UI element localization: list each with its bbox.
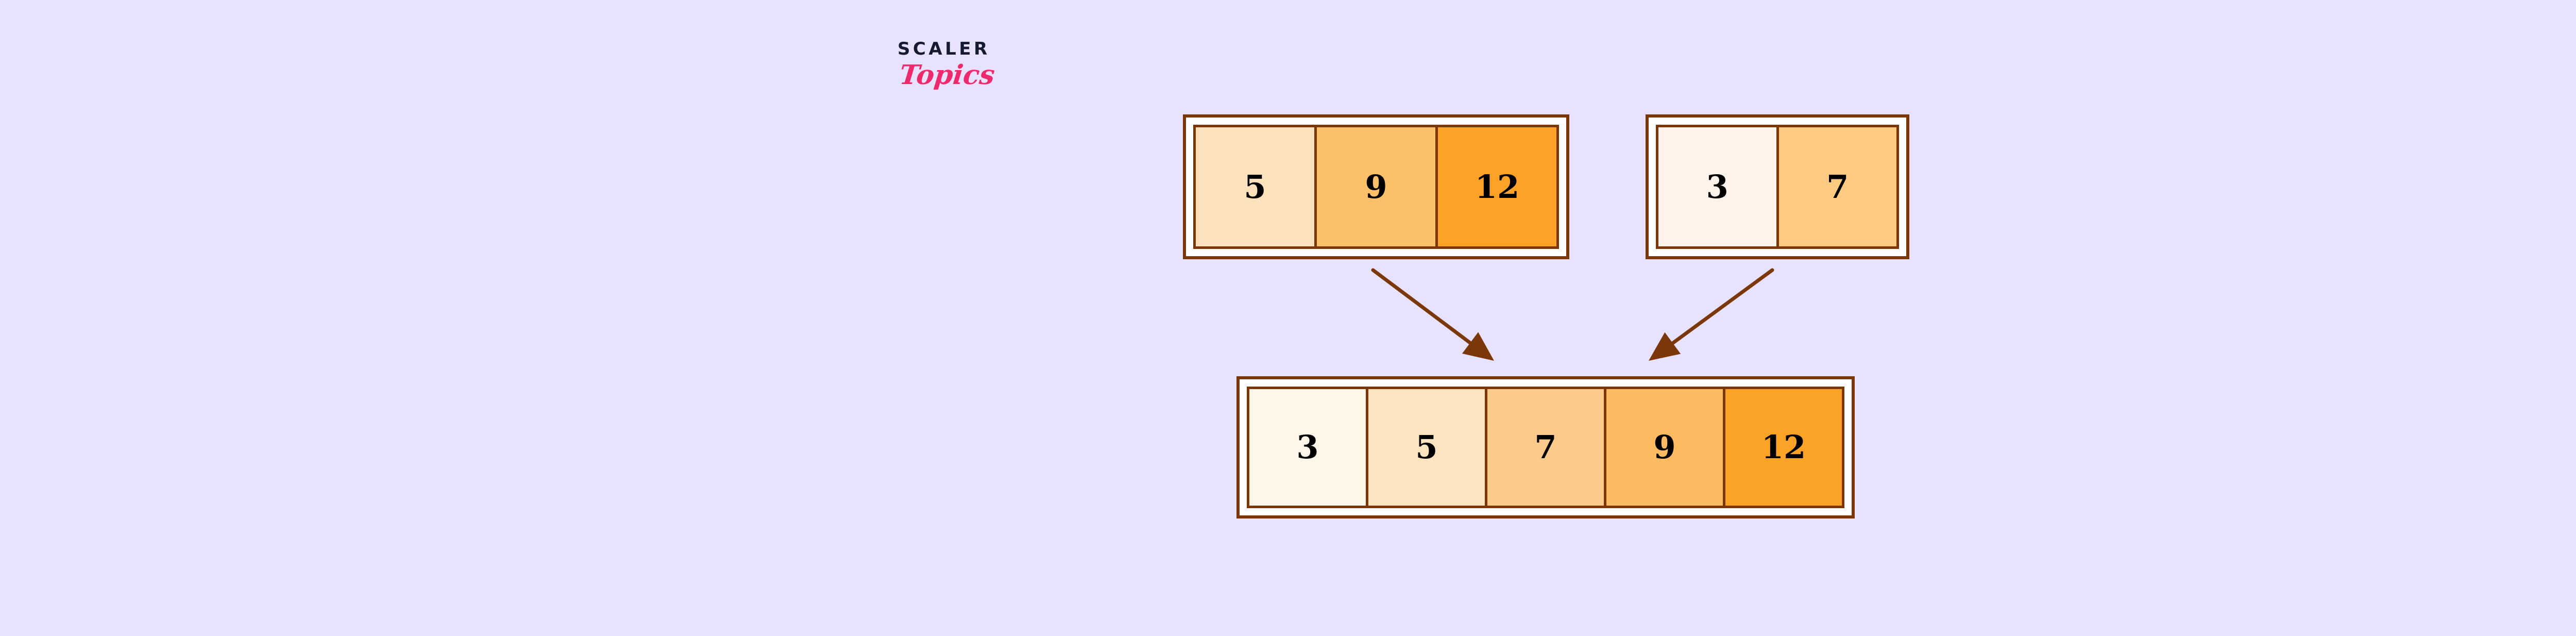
array-cell: 7 bbox=[1778, 127, 1896, 246]
array-cell: 5 bbox=[1368, 389, 1487, 506]
arrow-right-to-merged-head bbox=[1649, 332, 1681, 361]
merged-array-box: 3 5 7 9 12 bbox=[1236, 376, 1855, 518]
array-cell: 7 bbox=[1487, 389, 1606, 506]
array-cell: 5 bbox=[1196, 127, 1317, 246]
logo-script-topics: Topics bbox=[897, 59, 996, 91]
array-cell: 9 bbox=[1606, 389, 1725, 506]
arrow-left-to-merged-head bbox=[1462, 332, 1494, 361]
arrow-left-to-merged-shaft bbox=[1371, 268, 1474, 346]
right-subarray-box: 3 7 bbox=[1646, 114, 1909, 259]
array-cell: 9 bbox=[1317, 127, 1438, 246]
logo-wordmark: SCALER bbox=[897, 39, 990, 59]
merged-array-cells: 3 5 7 9 12 bbox=[1247, 387, 1844, 508]
left-subarray-box: 5 9 12 bbox=[1183, 114, 1569, 259]
scaler-topics-logo: SCALER Topics bbox=[897, 40, 1052, 118]
array-cell: 3 bbox=[1658, 127, 1779, 246]
left-subarray-cells: 5 9 12 bbox=[1193, 125, 1559, 249]
array-cell: 3 bbox=[1249, 389, 1368, 506]
arrow-right-to-merged-shaft bbox=[1669, 268, 1774, 346]
right-subarray-cells: 3 7 bbox=[1656, 125, 1899, 249]
array-cell: 12 bbox=[1438, 127, 1556, 246]
array-cell: 12 bbox=[1725, 389, 1842, 506]
